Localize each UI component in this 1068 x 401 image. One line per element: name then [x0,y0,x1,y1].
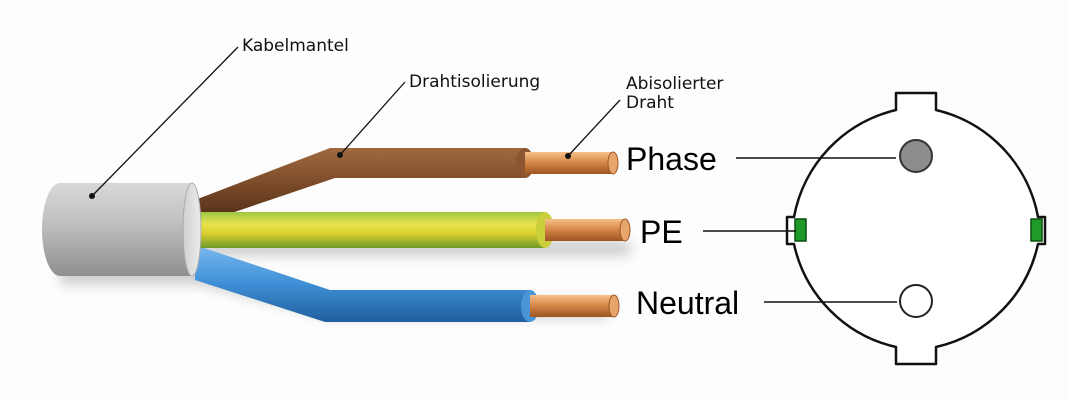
label-abisolierter: Abisolierter [626,74,723,94]
phase-copper-conductor [525,152,613,174]
socket-outline [785,91,1047,366]
label-neutral: Neutral [636,285,739,321]
pe-contact-right [1030,218,1043,242]
neutral-copper-conductor [530,295,614,317]
stripped-wire-callout-dot [565,153,571,159]
callout-leaders [91,46,621,197]
brown-wire [195,148,619,222]
jacket-callout-dot [89,193,95,199]
phase-pin-hole [899,139,933,173]
pe-copper-conductor [545,219,625,241]
schuko-socket [785,91,1047,366]
pe-contact-left [794,218,807,242]
neutral-pin-hole [899,284,933,318]
insulation-callout-dot [337,152,343,158]
label-phase: Phase [626,141,717,177]
label-kabelmantel: Kabelmantel [242,36,349,56]
socket-leaders [703,157,897,303]
label-draht: Draht [626,93,674,113]
label-pe: PE [640,214,683,250]
label-drahtisolierung: Drahtisolierung [409,72,540,92]
blue-wire [195,245,620,322]
cable-jacket [42,182,202,277]
yellow-green-wire [195,212,631,248]
